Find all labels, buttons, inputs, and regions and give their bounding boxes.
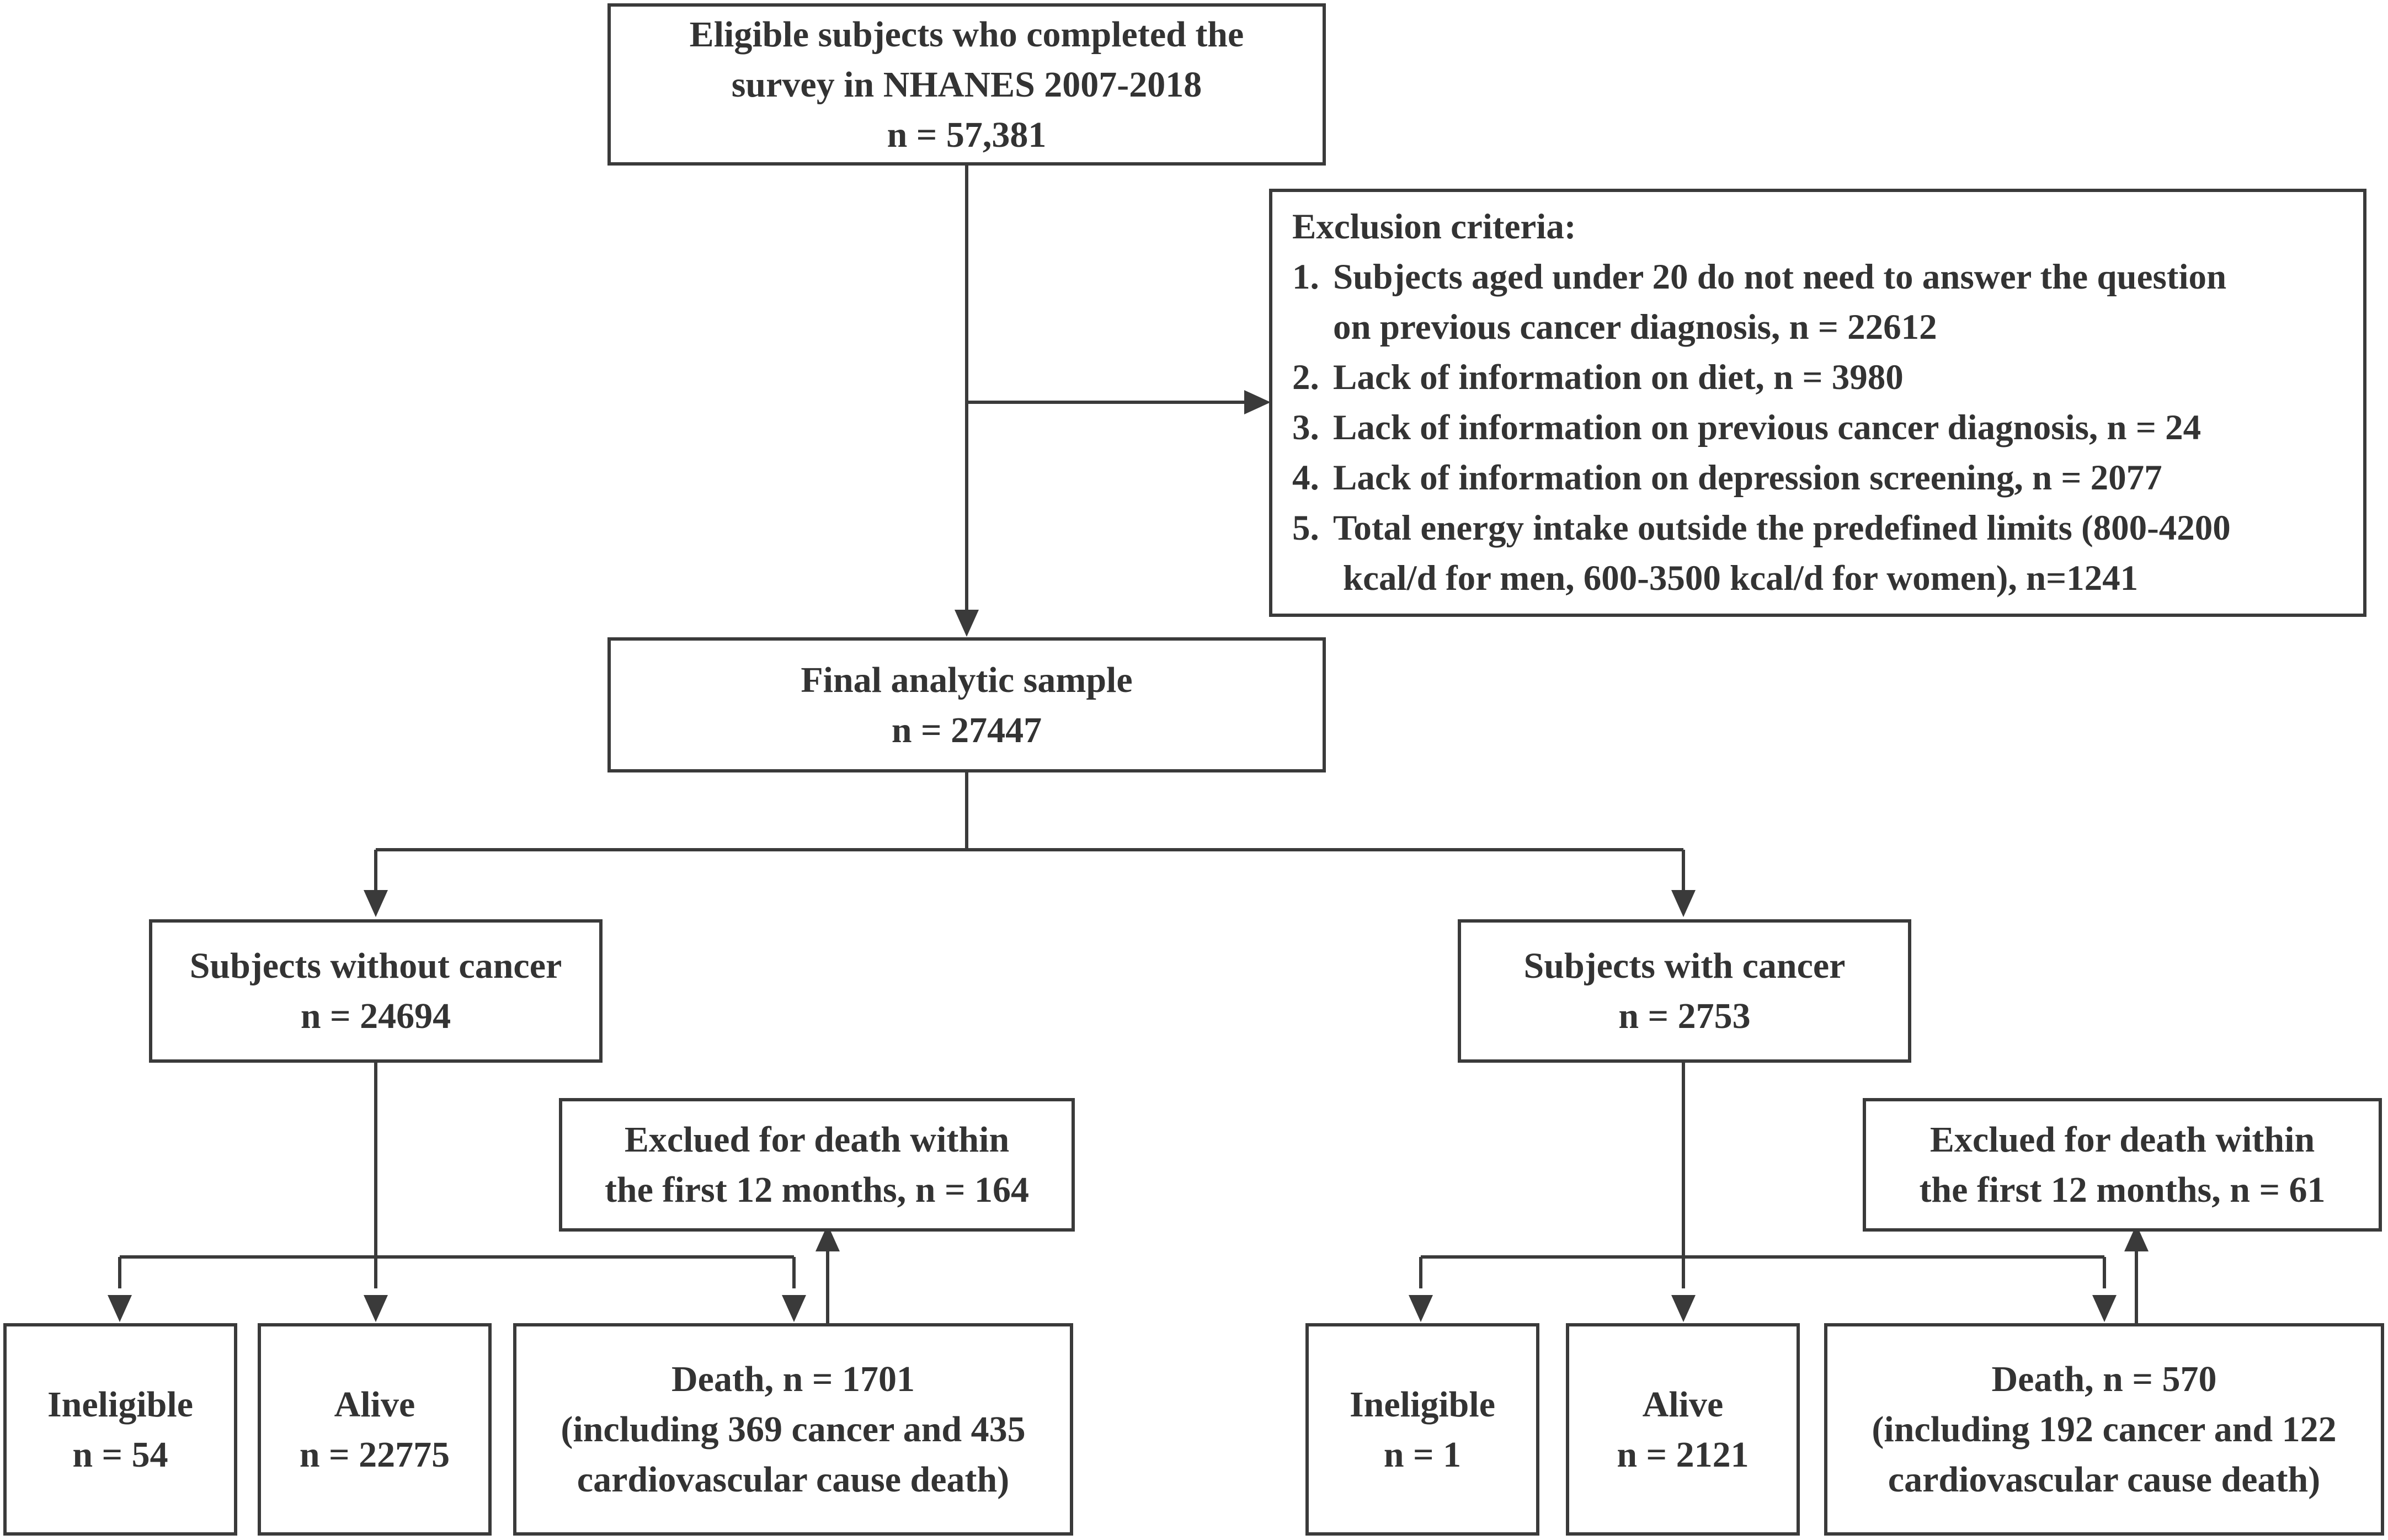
- arrowhead-left-death: [782, 1295, 806, 1322]
- with-cancer-box: Subjects with cancer n = 2753: [1458, 919, 1911, 1063]
- with-cancer-alive-label: Alive: [1642, 1384, 1724, 1425]
- without-cancer-excluded-box: Exclued for death within the first 12 mo…: [559, 1098, 1075, 1232]
- arrowhead-final: [955, 610, 979, 637]
- exclusion-item-2: 2. Lack of information on diet, n = 3980: [1292, 358, 1904, 397]
- arrowhead-right-excluded: [2124, 1224, 2149, 1251]
- arrowhead-without-cancer: [364, 890, 388, 917]
- eligible-line-1: Eligible subjects who completed the: [689, 14, 1244, 55]
- with-cancer-excluded-box: Exclued for death within the first 12 mo…: [1863, 1098, 2382, 1232]
- without-cancer-ineligible-box: Ineligible n = 54: [3, 1323, 237, 1536]
- final-sample-title: Final analytic sample: [801, 659, 1133, 700]
- arrowhead-right-ineligible: [1409, 1295, 1433, 1322]
- without-cancer-title: Subjects without cancer: [189, 946, 562, 986]
- exclusion-criteria-box: Exclusion criteria: 1. Subjects aged und…: [1269, 189, 2366, 617]
- without-cancer-ineligible-count: n = 54: [72, 1434, 168, 1475]
- exclusion-title: Exclusion criteria:: [1292, 207, 1576, 247]
- exclusion-item-4: 4. Lack of information on depression scr…: [1292, 458, 2162, 498]
- arrowhead-left-ineligible: [108, 1295, 132, 1322]
- exclusion-item-5: 5. Total energy intake outside the prede…: [1292, 508, 2231, 548]
- without-cancer-death-line-1: Death, n = 1701: [671, 1359, 915, 1399]
- arrowhead-right-death: [2092, 1295, 2117, 1322]
- arrowhead-with-cancer: [1671, 890, 1696, 917]
- arrowhead-left-excluded: [815, 1224, 840, 1251]
- with-cancer-death-line-3: cardiovascular cause death): [1888, 1459, 2321, 1500]
- eligible-line-3: n = 57,381: [887, 114, 1047, 155]
- without-cancer-death-box: Death, n = 1701 (including 369 cancer an…: [513, 1323, 1073, 1536]
- with-cancer-ineligible-label: Ineligible: [1349, 1384, 1496, 1425]
- without-cancer-count: n = 24694: [300, 996, 451, 1036]
- without-cancer-alive-label: Alive: [334, 1384, 415, 1425]
- without-cancer-excluded-line-1: Exclued for death within: [624, 1120, 1010, 1160]
- arrowhead-left-alive: [364, 1295, 388, 1322]
- with-cancer-alive-count: n = 2121: [1617, 1434, 1749, 1475]
- without-cancer-box: Subjects without cancer n = 24694: [149, 919, 603, 1063]
- with-cancer-excluded-line-2: the first 12 months, n = 61: [1919, 1170, 2326, 1210]
- without-cancer-excluded-line-2: the first 12 months, n = 164: [604, 1170, 1030, 1210]
- without-cancer-ineligible-label: Ineligible: [47, 1384, 194, 1425]
- arrowhead-exclusion: [1244, 390, 1271, 414]
- with-cancer-death-line-2: (including 192 cancer and 122: [1872, 1409, 2337, 1450]
- exclusion-item-1: 1. Subjects aged under 20 do not need to…: [1292, 257, 2227, 297]
- with-cancer-ineligible-box: Ineligible n = 1: [1305, 1323, 1539, 1536]
- with-cancer-death-line-1: Death, n = 570: [1991, 1359, 2217, 1399]
- with-cancer-title: Subjects with cancer: [1523, 946, 1846, 986]
- with-cancer-death-box: Death, n = 570 (including 192 cancer and…: [1824, 1323, 2384, 1536]
- with-cancer-alive-box: Alive n = 2121: [1566, 1323, 1800, 1536]
- final-sample-box: Final analytic sample n = 27447: [607, 637, 1326, 772]
- exclusion-item-5-cont: kcal/d for men, 600-3500 kcal/d for wome…: [1343, 558, 2139, 598]
- arrowhead-right-alive: [1671, 1295, 1696, 1322]
- exclusion-item-1-cont: on previous cancer diagnosis, n = 22612: [1333, 307, 1937, 347]
- without-cancer-alive-box: Alive n = 22775: [258, 1323, 492, 1536]
- without-cancer-alive-count: n = 22775: [299, 1434, 450, 1475]
- with-cancer-ineligible-count: n = 1: [1383, 1434, 1462, 1475]
- with-cancer-excluded-line-1: Exclued for death within: [1929, 1120, 2315, 1160]
- eligible-subjects-box: Eligible subjects who completed the surv…: [607, 3, 1326, 166]
- without-cancer-death-line-3: cardiovascular cause death): [577, 1459, 1010, 1500]
- exclusion-item-3: 3. Lack of information on previous cance…: [1292, 408, 2202, 447]
- without-cancer-death-line-2: (including 369 cancer and 435: [561, 1409, 1026, 1450]
- eligible-line-2: survey in NHANES 2007-2018: [731, 64, 1202, 105]
- with-cancer-count: n = 2753: [1618, 996, 1751, 1036]
- final-sample-count: n = 27447: [891, 710, 1042, 750]
